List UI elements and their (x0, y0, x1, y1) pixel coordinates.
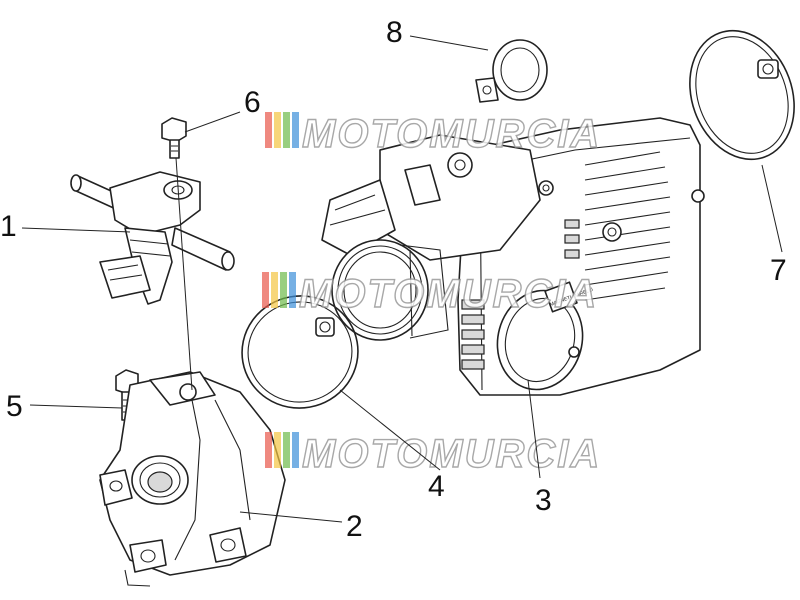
watermark-top: MOTOMURCIA (265, 111, 601, 157)
leader-line-4 (339, 389, 441, 471)
throttle-inlet-tube (331, 239, 449, 341)
screw-top (161, 117, 187, 159)
watermark-text: MOTOMURCIA (302, 112, 601, 156)
leader-line-3 (527, 379, 541, 479)
callout-5: 5 (6, 390, 23, 423)
leader-line-1 (21, 227, 131, 233)
side-ribs (461, 219, 580, 370)
hose-clamp-large (689, 29, 795, 161)
watermark-text: MOTOMURCIA (302, 432, 601, 476)
callout-1: 1 (0, 210, 17, 243)
leader-line-8 (409, 35, 489, 51)
watermark-text: MOTOMURCIA (299, 272, 598, 316)
callout-6: 6 (244, 86, 261, 119)
callouts: 1 2 3 4 5 6 7 8 (0, 16, 787, 543)
connector-line (175, 157, 193, 391)
callout-7: 7 (770, 254, 787, 287)
bracket-clamp (475, 39, 548, 103)
cooling-fins (584, 151, 671, 301)
intake-manifold (99, 371, 286, 587)
leader-line-5 (29, 404, 123, 409)
leader-line-6 (184, 111, 241, 133)
leader-line-2 (239, 511, 343, 523)
fuel-injector (70, 171, 235, 305)
watermark-middle: MOTOMURCIA (262, 271, 598, 317)
callout-3: 3 (535, 484, 552, 517)
watermark: MOTOMURCIA MOTOMURCIA MOTOMURCIA (262, 111, 601, 477)
callout-2: 2 (346, 510, 363, 543)
throttle-body: MAGNETI MARELLI (321, 117, 705, 396)
callout-8: 8 (386, 16, 403, 49)
watermark-bottom: MOTOMURCIA (265, 431, 601, 477)
leader-line-7 (761, 164, 783, 253)
leader-lines (21, 35, 783, 523)
callout-4: 4 (428, 470, 445, 503)
